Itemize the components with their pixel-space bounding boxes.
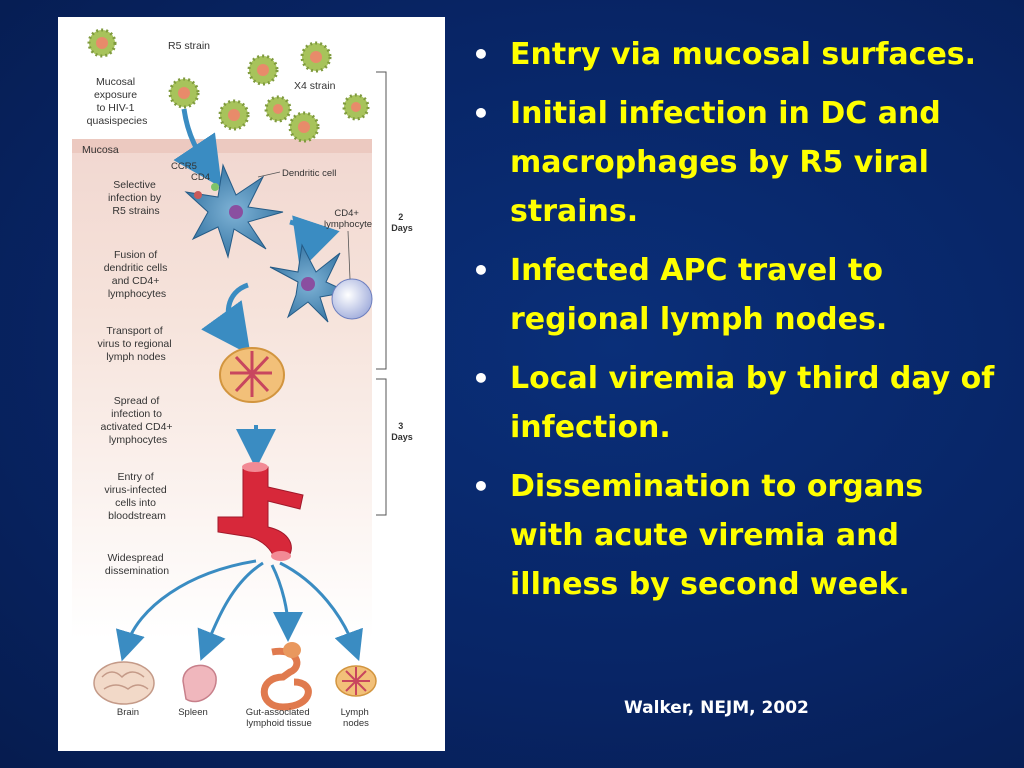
- label-transport: Transport of virus to regional lymph nod…: [97, 325, 174, 363]
- time-bracket-2-days: [376, 71, 387, 370]
- gut-organ: [260, 642, 312, 711]
- brain-organ: [93, 661, 155, 705]
- label-fusion: Fusion of dendritic cells and CD4+ lymph…: [104, 249, 171, 300]
- bullet-text: Infected APC travel to regional lymph no…: [510, 253, 888, 337]
- citation: Walker, NEJM, 2002: [624, 698, 809, 718]
- label-3-days: 3 Days: [391, 421, 413, 442]
- figure-illustration: R5 strain X4 strain Mucosal exposure to …: [72, 28, 413, 729]
- bullet-text: Dissemination to organs with acute virem…: [510, 469, 924, 602]
- bullet-item: •Infected APC travel to regional lymph n…: [472, 253, 888, 337]
- bullet-text: Local viremia by third day of infection.: [510, 361, 995, 445]
- bullet-item: •Entry via mucosal surfaces.: [472, 37, 977, 72]
- time-bracket-3-days: [376, 378, 387, 516]
- label-cd4: CD4: [191, 172, 210, 183]
- label-dendritic-cell: Dendritic cell: [282, 168, 336, 179]
- label-brain: Brain: [117, 707, 139, 718]
- label-widespread: Widespread dissemination: [105, 552, 169, 577]
- blood-vessel: [217, 462, 304, 561]
- label-selective-infection: Selective infection by R5 strains: [108, 179, 164, 217]
- label-ccr5: CCR5: [171, 161, 197, 172]
- bullet-text: Initial infection in DC and macrophages …: [510, 96, 941, 229]
- bullet-text: Entry via mucosal surfaces.: [510, 37, 977, 72]
- dendritic-cell: [184, 163, 284, 259]
- label-gut-associated: Gut-associated lymphoid tissue: [246, 707, 313, 729]
- lymph-node: [219, 347, 285, 403]
- label-2-days: 2 Days: [391, 212, 413, 233]
- virus-particles: [87, 28, 370, 143]
- bullet-item: •Dissemination to organs with acute vire…: [472, 469, 924, 602]
- spleen-organ: [182, 664, 217, 703]
- hiv-pathogenesis-figure: R5 strain X4 strain Mucosal exposure to …: [58, 17, 445, 751]
- label-r5-strain: R5 strain: [168, 40, 210, 52]
- bullet-item: •Local viremia by third day of infection…: [472, 361, 995, 445]
- label-x4-strain: X4 strain: [294, 80, 336, 92]
- label-cd4-lymphocyte: CD4+ lymphocyte: [324, 208, 372, 230]
- dissemination-arrows: [115, 559, 363, 662]
- bullet-item: •Initial infection in DC and macrophages…: [472, 96, 941, 229]
- bullet-list: •Entry via mucosal surfaces. •Initial in…: [470, 30, 1000, 619]
- label-mucosa: Mucosa: [82, 144, 119, 156]
- label-mucosal-exposure: Mucosal exposure to HIV-1 quasispecies: [87, 76, 148, 127]
- label-entry: Entry of virus-infected cells into blood…: [104, 471, 169, 522]
- label-spleen: Spleen: [178, 707, 208, 718]
- dendritic-cell-lymphocyte-fusion: [269, 243, 373, 323]
- label-spread: Spread of infection to activated CD4+ ly…: [100, 395, 175, 446]
- label-lymph-nodes: Lymph nodes: [341, 707, 372, 729]
- lymph-node-organ: [335, 665, 377, 697]
